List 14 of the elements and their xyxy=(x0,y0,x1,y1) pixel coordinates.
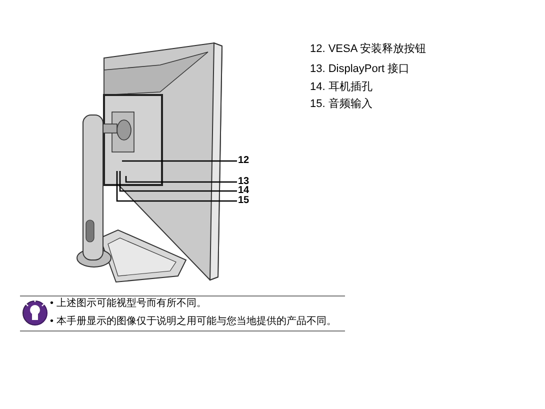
part-description: 14. 耳机插孔 xyxy=(310,80,372,94)
callout-number: 15 xyxy=(238,195,250,206)
callout-number: 14 xyxy=(238,185,250,196)
leader-line xyxy=(116,171,237,202)
callout-number: 12 xyxy=(238,155,250,166)
part-description: 12. VESA 安装释放按钮 xyxy=(310,42,426,56)
note-text: • 本手册显示的图像仅于说明之用可能与您当地提供的产品不同。 xyxy=(50,316,336,328)
callout-number: 13 xyxy=(238,176,250,187)
part-description: 15. 音频输入 xyxy=(310,97,372,111)
leader-line xyxy=(119,171,237,192)
note-text: • 上述图示可能视型号而有所不同。 xyxy=(50,298,206,310)
leader-line xyxy=(122,160,237,162)
part-description: 13. DisplayPort 接口 xyxy=(310,62,410,76)
leader-line xyxy=(125,176,237,183)
